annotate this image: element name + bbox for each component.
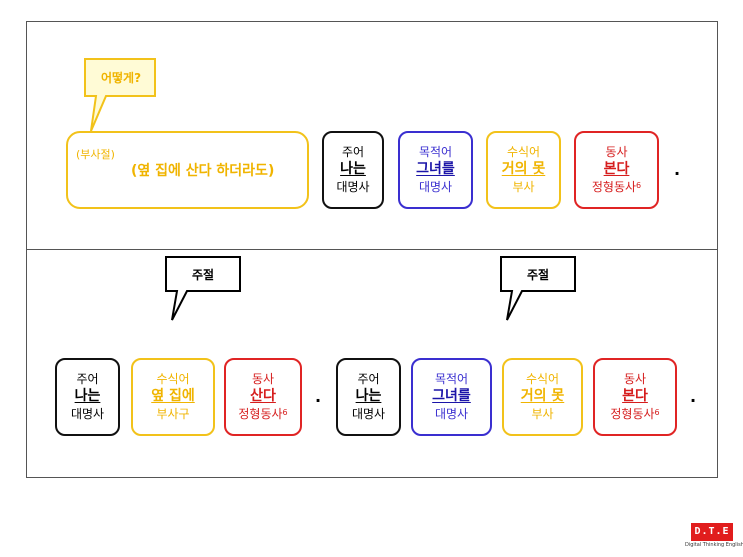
bottom-left-verb-pos-sup: 6 (282, 408, 288, 417)
bottom-left-verb-pos: 정형동사6 (238, 406, 287, 422)
top-modifier-box: 수식어 거의 못 부사 (486, 131, 561, 209)
bottom-right-subject-pos: 대명사 (351, 407, 386, 421)
bottom-right-modifier-word: 거의 못 (520, 388, 565, 404)
adverbial-clause-box (66, 131, 309, 209)
top-subject-role: 주어 (341, 145, 365, 159)
bottom-right-object-role: 목적어 (434, 372, 469, 386)
bottom-left-modifier-pos: 부사구 (156, 407, 190, 421)
main-clause-callout-right-text: 주절 (526, 268, 550, 282)
how-callout-text: 어떻게? (100, 71, 142, 85)
bottom-right-modifier-pos: 부사 (531, 407, 554, 421)
top-object-pos: 대명사 (418, 180, 453, 194)
bottom-right-verb-pos-text: 정형동사 (610, 407, 655, 421)
bottom-left-modifier-box: 수식어 옆 집에 부사구 (131, 358, 215, 436)
top-modifier-word: 거의 못 (501, 161, 546, 177)
top-period: . (674, 160, 681, 179)
top-subject-pos: 대명사 (336, 180, 370, 194)
bottom-right-object-box: 목적어 그녀를 대명사 (411, 358, 492, 436)
how-callout (84, 58, 156, 132)
top-modifier-pos: 부사 (512, 180, 535, 194)
top-verb-pos-text: 정형동사 (591, 180, 637, 194)
top-subject-word: 나는 (340, 161, 366, 177)
bottom-left-period: . (315, 387, 322, 406)
main-clause-callout-left (165, 256, 241, 321)
bottom-right-period: . (690, 387, 697, 406)
bottom-right-verb-word: 본다 (622, 388, 648, 404)
dte-logo-mark: D.T.E (691, 523, 733, 541)
bottom-left-subject-box: 주어 나는 대명사 (55, 358, 120, 436)
bottom-right-object-pos: 대명사 (434, 407, 469, 421)
bottom-right-verb-pos-sup: 6 (654, 408, 660, 417)
main-clause-callout-right (500, 256, 576, 321)
top-verb-word: 본다 (603, 161, 630, 177)
bottom-right-verb-pos: 정형동사6 (610, 406, 659, 422)
bottom-left-modifier-word: 옆 집에 (151, 388, 195, 404)
bottom-left-modifier-role: 수식어 (156, 372, 190, 386)
top-object-word: 그녀를 (416, 161, 455, 177)
dte-logo: D.T.E Digital Thinking English (685, 523, 743, 553)
top-verb-role: 동사 (605, 145, 628, 159)
bottom-right-subject-word: 나는 (355, 388, 382, 404)
top-verb-pos-sup: 6 (636, 181, 642, 190)
bottom-left-subject-word: 나는 (74, 388, 101, 404)
bottom-right-modifier-role: 수식어 (525, 372, 560, 386)
bottom-left-verb-word: 산다 (250, 388, 276, 404)
top-object-box: 목적어 그녀를 대명사 (398, 131, 473, 209)
adverbial-clause-label: (부사절) (76, 148, 115, 161)
adverbial-clause-text: (옆 집에 산다 하더라도) (131, 163, 275, 179)
bottom-left-subject-role: 주어 (76, 372, 99, 386)
bottom-left-verb-pos-text: 정형동사 (238, 407, 283, 421)
top-verb-box: 동사 본다 정형동사6 (574, 131, 659, 209)
top-subject-box: 주어 나는 대명사 (322, 131, 384, 209)
bottom-right-subject-role: 주어 (357, 372, 380, 386)
dte-logo-caption: Digital Thinking English (685, 542, 743, 548)
bottom-left-subject-pos: 대명사 (70, 407, 105, 421)
bottom-right-verb-box: 동사 본다 정형동사6 (593, 358, 677, 436)
bottom-right-verb-role: 동사 (623, 372, 647, 386)
bottom-right-modifier-box: 수식어 거의 못 부사 (502, 358, 583, 436)
top-modifier-role: 수식어 (506, 145, 541, 159)
bottom-left-verb-box: 동사 산다 정형동사6 (224, 358, 302, 436)
main-clause-callout-left-text: 주절 (191, 268, 215, 282)
bottom-right-subject-box: 주어 나는 대명사 (336, 358, 401, 436)
bottom-right-object-word: 그녀를 (432, 388, 471, 404)
top-verb-pos: 정형동사6 (592, 179, 641, 195)
bottom-left-verb-role: 동사 (251, 372, 275, 386)
top-object-role: 목적어 (418, 145, 453, 159)
